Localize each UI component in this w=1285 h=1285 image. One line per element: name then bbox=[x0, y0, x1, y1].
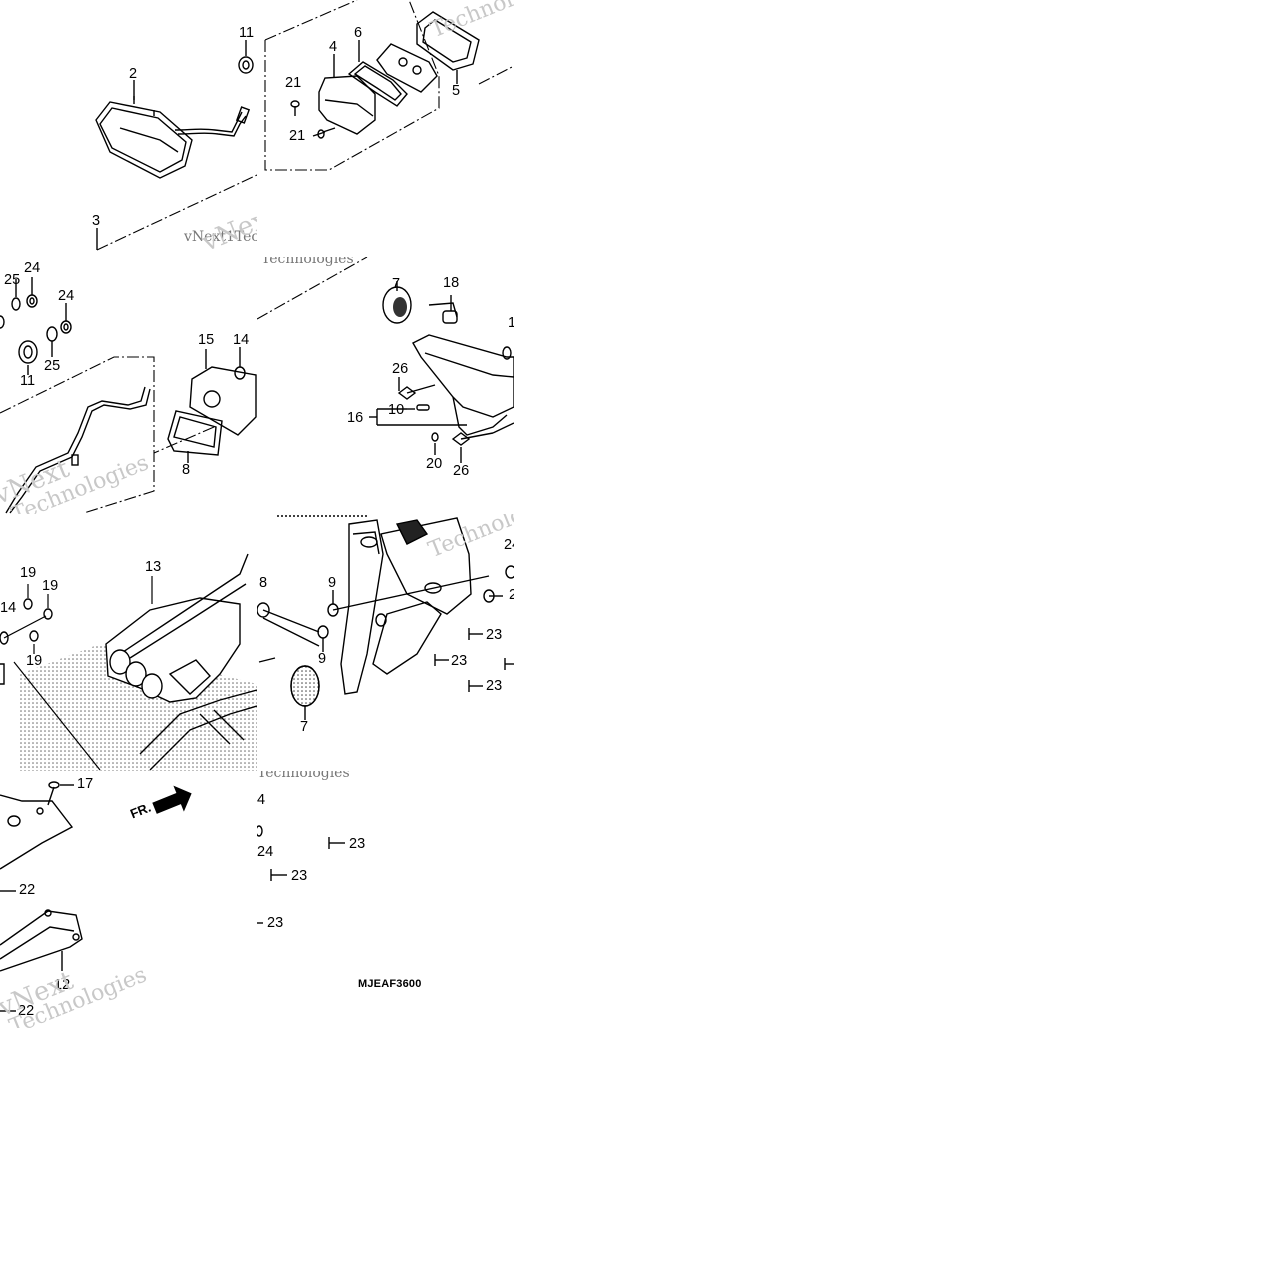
callout-14: 14 bbox=[233, 332, 250, 348]
tile-lens-housing: 4 6 21 21 5 Technologies bbox=[257, 0, 514, 257]
callout-19c: 19 bbox=[26, 653, 43, 669]
tile-reflector-wire: 25 24 24 11 25 15 14 8 vNext Technologie… bbox=[0, 257, 257, 514]
tail-light-drawing bbox=[95, 40, 257, 251]
callout-24a: 24 bbox=[24, 260, 41, 276]
front-arrow-icon bbox=[152, 785, 192, 814]
callout-25a: 25 bbox=[4, 272, 21, 288]
callout-21a: 21 bbox=[285, 75, 302, 91]
callout-22a: 22 bbox=[19, 882, 36, 898]
callout-2: 2 bbox=[129, 66, 138, 82]
reflector-wire-drawing bbox=[0, 277, 257, 514]
under-cover-drawing bbox=[0, 781, 192, 1012]
callout-24: 24 bbox=[504, 537, 514, 553]
watermark-technologies-fragment: Technologies bbox=[261, 257, 354, 267]
callout-23a: 23 bbox=[486, 627, 503, 643]
lens-housing-drawing bbox=[264, 0, 514, 171]
callout-3: 3 bbox=[92, 213, 101, 229]
callout-9b: 9 bbox=[318, 651, 327, 667]
bracket-drawing bbox=[257, 257, 514, 463]
callout-21b: 21 bbox=[289, 128, 306, 144]
callout-12: 12 bbox=[54, 977, 71, 993]
callout-7: 7 bbox=[300, 719, 309, 735]
callout-4: 4 bbox=[329, 39, 338, 55]
callout-8: 8 bbox=[182, 462, 191, 478]
callout-4: 4 bbox=[257, 792, 266, 808]
callout-26b: 26 bbox=[453, 463, 470, 479]
callout-23a: 23 bbox=[349, 836, 366, 852]
bolts-drawing bbox=[257, 825, 345, 924]
callout-11: 11 bbox=[20, 373, 36, 389]
tile-bolts: 4 24 23 23 23 MJEAF3600 Technologies bbox=[257, 771, 514, 1028]
callout-18: 18 bbox=[443, 275, 460, 291]
license-bracket-drawing bbox=[257, 515, 514, 720]
callout-23b: 23 bbox=[451, 653, 468, 669]
callout-1: 1 bbox=[508, 315, 514, 331]
callout-26a: 26 bbox=[392, 361, 409, 377]
callout-2: 2 bbox=[509, 587, 514, 603]
callout-5: 5 bbox=[452, 83, 461, 99]
callout-13: 13 bbox=[145, 559, 162, 575]
rear-cowl-drawing bbox=[0, 553, 257, 771]
callout-23b: 23 bbox=[291, 868, 308, 884]
callout-24b: 24 bbox=[58, 288, 75, 304]
callout-23c: 23 bbox=[486, 678, 503, 694]
callout-20: 20 bbox=[426, 456, 443, 472]
tile-tail-light: 11 2 3 vNext1Tec vNext bbox=[0, 0, 257, 257]
callout-6: 6 bbox=[354, 25, 363, 41]
tile-rear-cowl: 19 19 13 14 19 bbox=[0, 514, 257, 771]
callout-14: 14 bbox=[0, 600, 17, 616]
callout-23c: 23 bbox=[267, 915, 284, 931]
callout-22b: 22 bbox=[18, 1003, 35, 1019]
tile-license-bracket: 24 8 9 2 9 23 23 23 7 Technologies bbox=[257, 514, 514, 771]
watermark-technologies-fragment: Technologies bbox=[257, 771, 350, 781]
callout-10: 10 bbox=[388, 402, 405, 418]
callout-19a: 19 bbox=[20, 565, 37, 581]
callout-7: 7 bbox=[392, 276, 401, 292]
callout-8: 8 bbox=[259, 575, 268, 591]
tile-under-cover: 17 22 12 22 FR. vNext Technologies bbox=[0, 771, 257, 1028]
callout-16: 16 bbox=[347, 410, 364, 426]
callout-17: 17 bbox=[77, 776, 94, 792]
tile-bracket: 7 18 1 26 10 16 20 26 Technologies bbox=[257, 257, 514, 514]
diagram-code: MJEAF3600 bbox=[358, 978, 422, 990]
callout-15: 15 bbox=[198, 332, 215, 348]
callout-9a: 9 bbox=[328, 575, 337, 591]
callout-25b: 25 bbox=[44, 358, 61, 374]
watermark-fragment: vNext1Tec bbox=[184, 229, 257, 245]
callout-19b: 19 bbox=[42, 578, 59, 594]
callout-24: 24 bbox=[257, 844, 274, 860]
callout-11: 11 bbox=[239, 25, 255, 41]
